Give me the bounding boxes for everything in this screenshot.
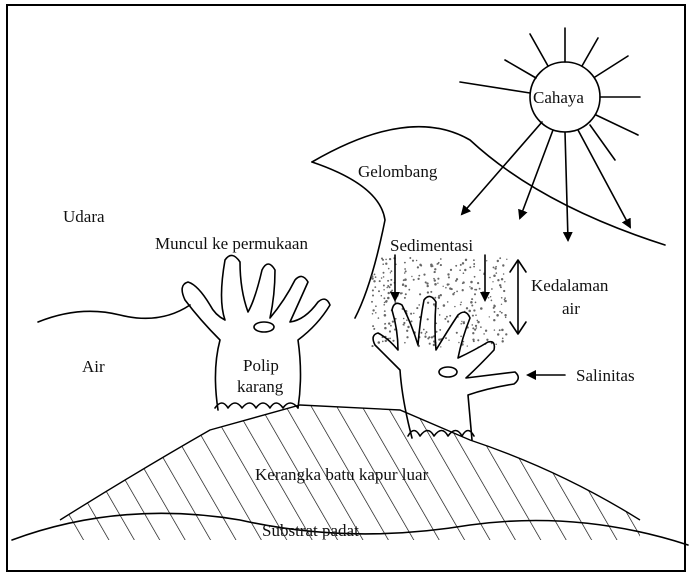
label-substrat: Substrat padat bbox=[262, 521, 359, 540]
label-sedimentasi: Sedimentasi bbox=[390, 236, 473, 255]
label-polip-2: karang bbox=[237, 377, 284, 396]
sun bbox=[460, 28, 640, 240]
label-kerangka: Kerangka batu kapur luar bbox=[255, 465, 429, 484]
depth-arrow bbox=[510, 260, 526, 334]
label-gelombang: Gelombang bbox=[358, 162, 438, 181]
label-udara: Udara bbox=[63, 207, 105, 226]
label-salinitas: Salinitas bbox=[576, 366, 635, 385]
label-cahaya: Cahaya bbox=[533, 88, 584, 107]
label-muncul: Muncul ke permukaan bbox=[155, 234, 308, 253]
sediment-arrows bbox=[395, 255, 485, 300]
label-kedalaman-1: Kedalaman bbox=[531, 276, 609, 295]
label-polip-1: Polip bbox=[243, 356, 279, 375]
sediment-dots bbox=[371, 257, 507, 348]
wave-line bbox=[312, 127, 665, 245]
wave-curl bbox=[312, 162, 385, 318]
label-kedalaman-2: air bbox=[562, 299, 580, 318]
label-air: Air bbox=[82, 357, 105, 376]
water-surface bbox=[38, 305, 190, 322]
